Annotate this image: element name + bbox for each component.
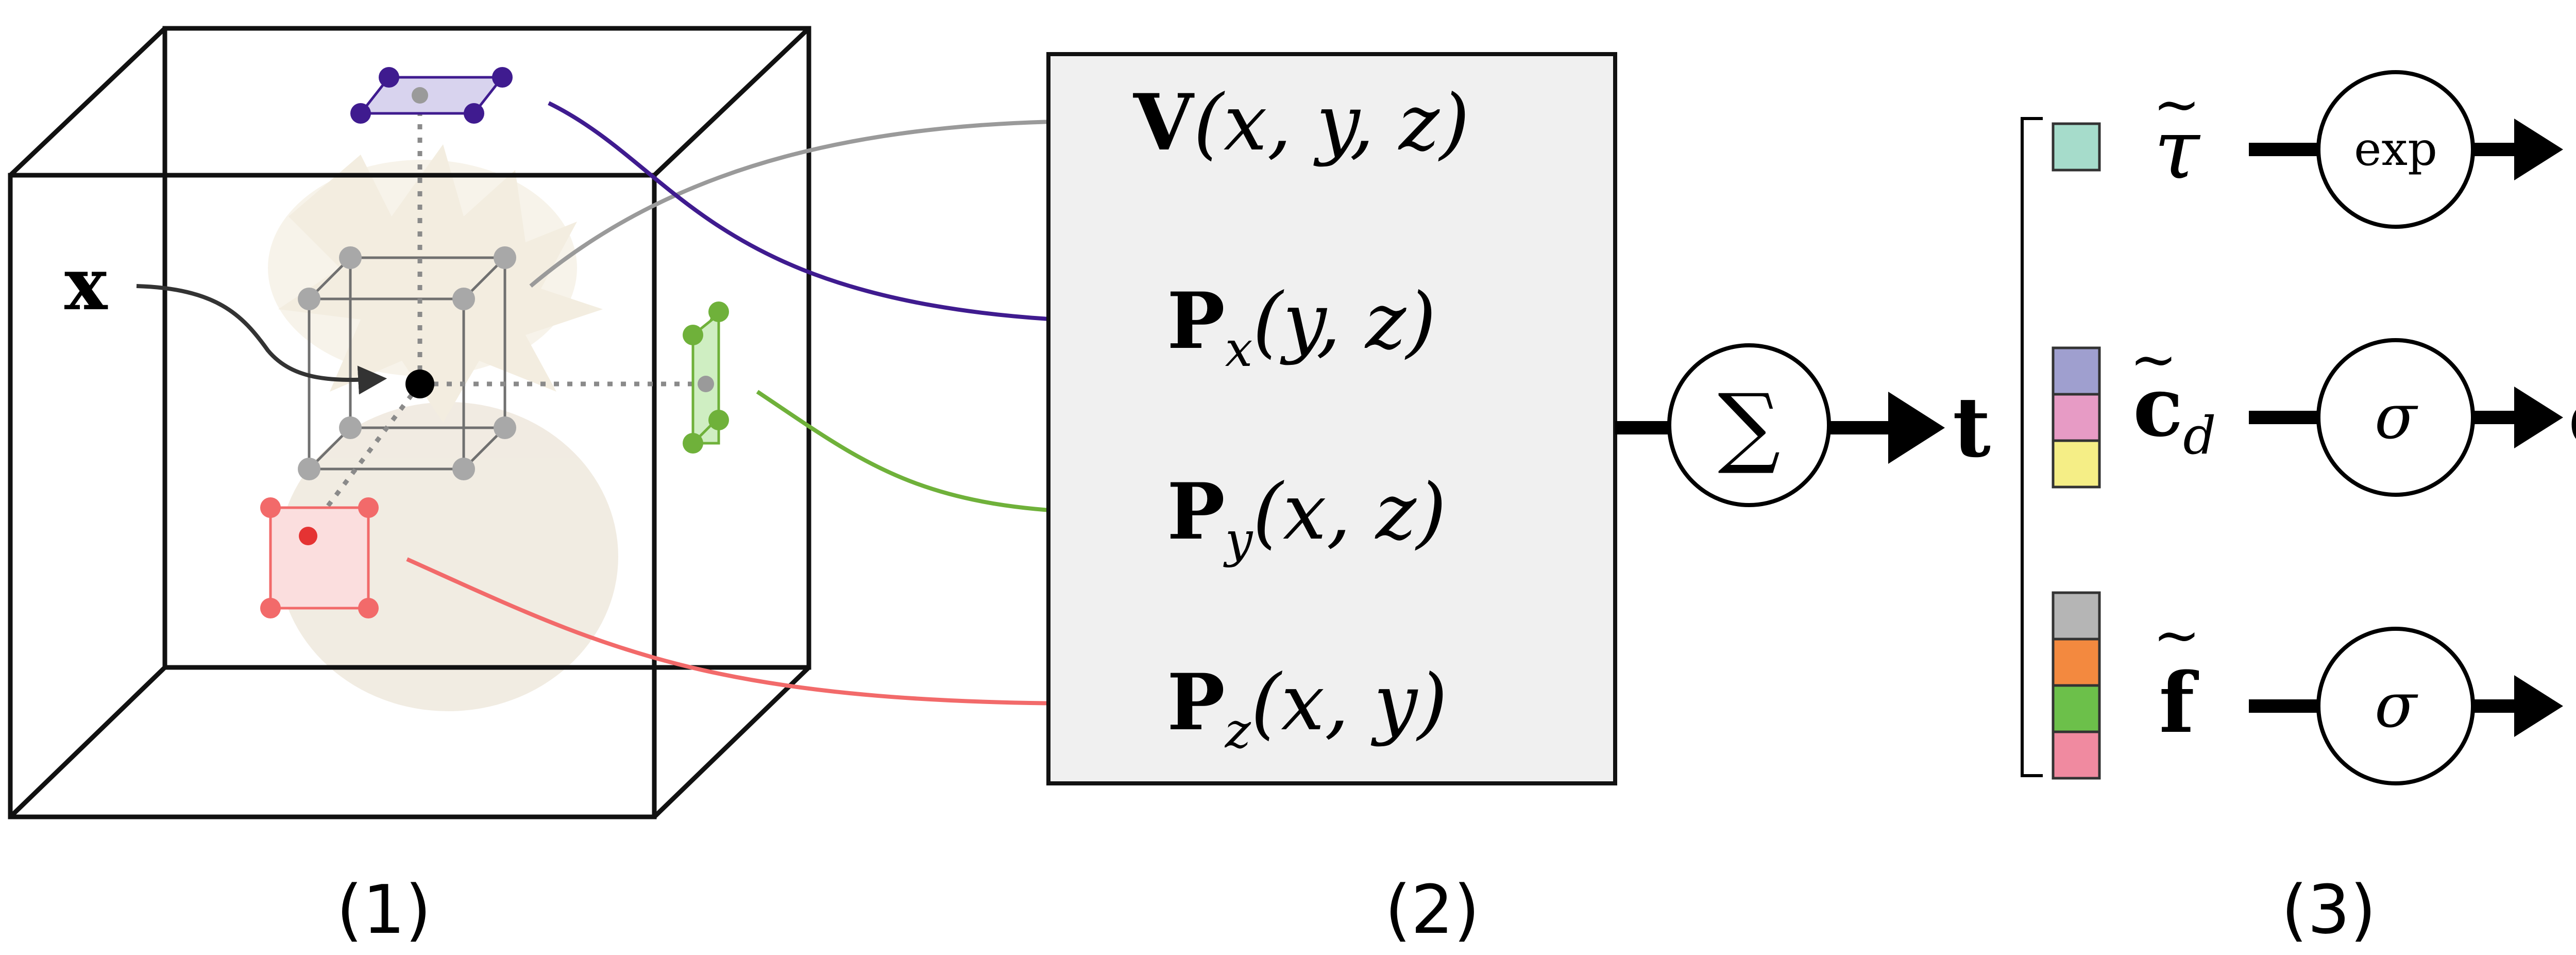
panel-2-caption: (2) (1385, 870, 1480, 949)
cube-back-face (162, 26, 811, 670)
arrowhead-t (1888, 392, 1945, 464)
point-label-x: x (64, 242, 108, 327)
output-row-color: ~ cd σ cd (2130, 326, 2576, 497)
feature-grid-box (1046, 52, 1617, 785)
input-f: f (2159, 655, 2199, 751)
cube-edge (8, 665, 167, 819)
op-sigma-color: σ (2375, 381, 2418, 453)
output-row-tau: ~ τ exp τ (2153, 70, 2563, 229)
panel-2-feature-box: V(x, y, z) Px(y, z) Py(x, z) Pz(x, y) (2… (1046, 52, 1617, 949)
swatch-stack-c (2052, 346, 2101, 489)
output-c: cd (2568, 368, 2576, 476)
panel-1-caption: (1) (336, 870, 431, 949)
object-silhouette (268, 144, 618, 711)
input-c-tilde: ~ (2130, 326, 2177, 392)
cube-edge (652, 26, 811, 177)
sum-output-t: t (1953, 379, 1991, 476)
input-c: cd (2133, 358, 2216, 466)
plane-x-projection (350, 67, 513, 124)
cube-edge (8, 26, 167, 177)
input-tau: τ (2154, 101, 2201, 197)
voxel-vertices (298, 246, 516, 480)
op-exp: exp (2354, 122, 2437, 176)
sum-node-group: ∑ t (1615, 343, 1991, 507)
row-Pz: Pz(x, y) (1167, 657, 1448, 759)
panel-1-cube: x (1) (8, 26, 811, 949)
sum-symbol: ∑ (1718, 375, 1780, 477)
plane-z-projection (260, 497, 379, 618)
input-f-tilde: ~ (2153, 602, 2200, 668)
row-V: V(x, y, z) (1133, 77, 1470, 168)
query-point (405, 370, 434, 398)
row-Py: Py(x, z) (1167, 466, 1447, 568)
swatch-tau (2052, 122, 2101, 172)
point-label-arrow (136, 284, 387, 395)
projection-lines (307, 90, 701, 532)
panel-3-caption: (3) (2281, 870, 2376, 949)
op-sigma-feature: σ (2375, 670, 2418, 742)
swatch-stack-f (2052, 591, 2101, 780)
panel-3-outputs: ~ τ exp τ ~ cd σ cd ~ f σ (2021, 70, 2576, 949)
arrow-zplane-to-Pz (406, 557, 1131, 723)
output-row-feature: ~ f σ f (2153, 602, 2563, 785)
plane-y-projection (683, 301, 729, 454)
row-Px: Px(y, z) (1167, 276, 1436, 378)
cube-edge (652, 665, 811, 819)
arrow-xplane-to-Px (548, 101, 1131, 340)
cube-front-face (8, 173, 657, 819)
bracket (2021, 117, 2043, 777)
input-tau-tilde: ~ (2153, 71, 2200, 137)
arrow-voxel-to-V (529, 102, 1131, 288)
arrow-yplane-to-Py (756, 390, 1131, 531)
